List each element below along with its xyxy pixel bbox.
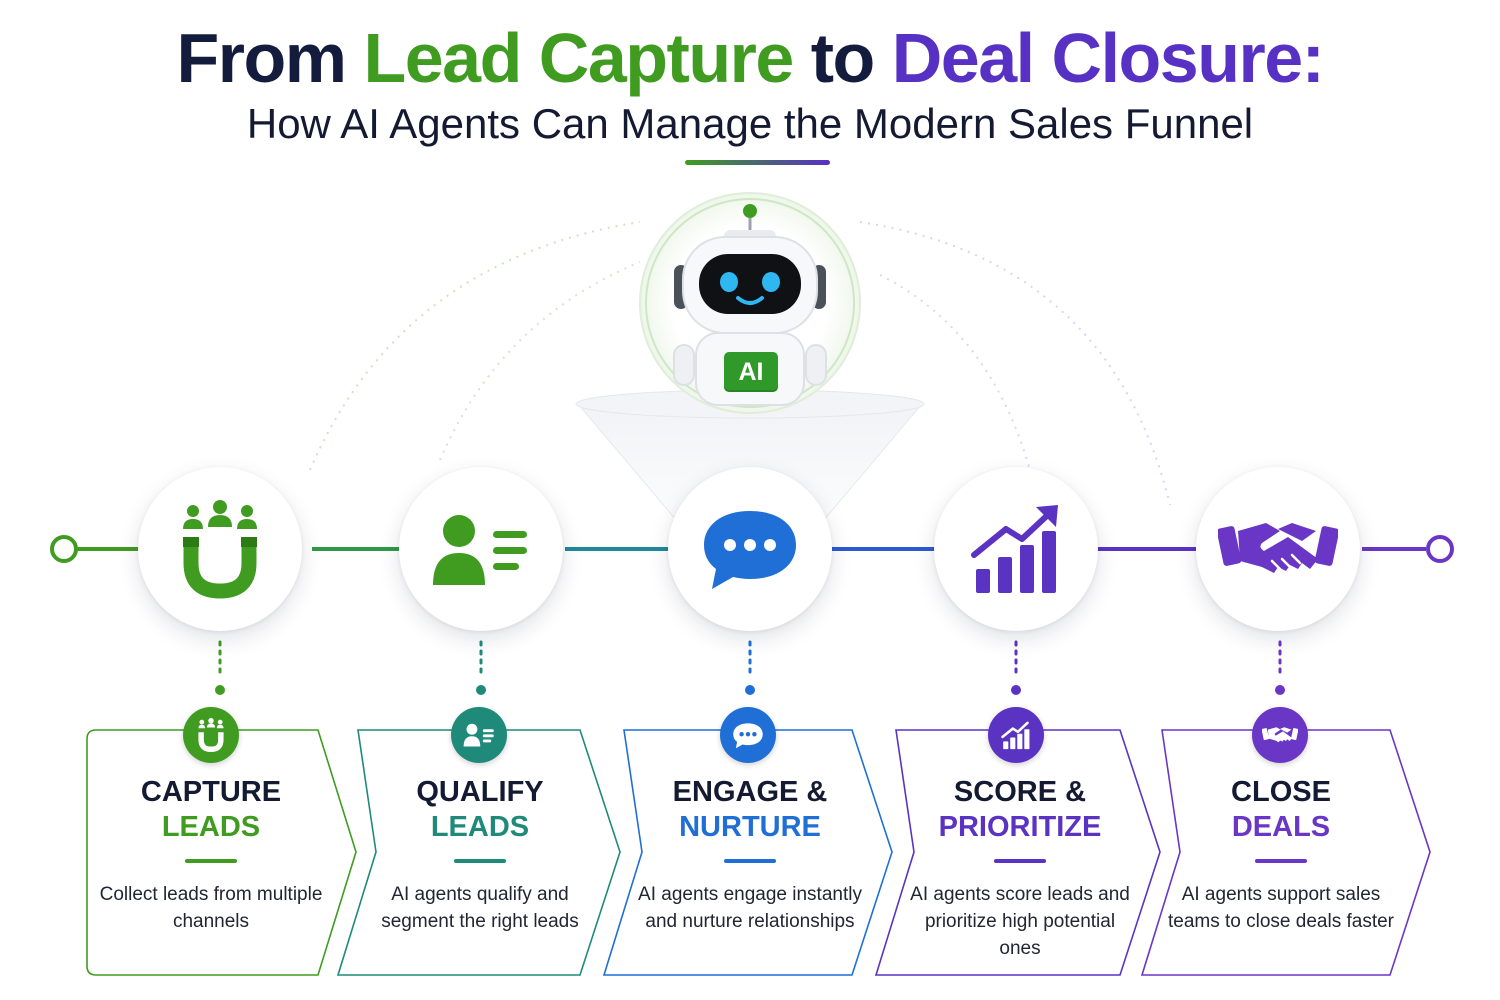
title-to: to bbox=[792, 19, 892, 97]
card-outline-capture bbox=[86, 729, 357, 976]
card-description: Collect leads from multiple channels bbox=[99, 884, 323, 932]
stage-circle-close bbox=[1196, 467, 1360, 631]
card-title-line1: CLOSE bbox=[1231, 776, 1331, 808]
card-title-line2: NURTURE bbox=[679, 811, 821, 843]
title-deal-closure: Deal Closure: bbox=[891, 19, 1325, 97]
mini-icon-score bbox=[988, 707, 1044, 763]
card-close-deals: CLOSE DEALS AI agents support sales team… bbox=[1156, 775, 1406, 935]
card-title-line1: ENGAGE & bbox=[672, 776, 828, 808]
card-description: AI agents support sales teams to close d… bbox=[1168, 884, 1394, 932]
timeline-start-node bbox=[50, 535, 78, 563]
dotted-arc-outer-right bbox=[859, 221, 1171, 506]
stage-connectors bbox=[215, 640, 1285, 695]
card-rule bbox=[185, 859, 237, 863]
title-from: From bbox=[176, 19, 364, 97]
mini-icon-engage bbox=[720, 707, 776, 763]
dotted-arc-outer bbox=[309, 221, 641, 471]
stage-cards bbox=[86, 729, 1431, 976]
magnet-people-icon bbox=[198, 718, 224, 752]
card-description: AI agents qualify and segment the right … bbox=[381, 884, 579, 932]
timeline bbox=[50, 535, 1454, 563]
card-outline-score bbox=[874, 729, 1161, 976]
card-title: CLOSE DEALS bbox=[1156, 775, 1406, 845]
title-underline bbox=[685, 160, 830, 165]
stage-circle-engage bbox=[668, 467, 832, 631]
card-outline-engage bbox=[602, 729, 893, 976]
card-qualify-leads: QUALIFY LEADS AI agents qualify and segm… bbox=[355, 775, 605, 935]
handshake-icon bbox=[1218, 523, 1338, 573]
mini-icon-capture bbox=[183, 707, 239, 763]
card-title: ENGAGE & NURTURE bbox=[625, 775, 875, 845]
page-title: From Lead Capture to Deal Closure: bbox=[0, 18, 1500, 98]
card-title: CAPTURE LEADS bbox=[86, 775, 336, 845]
dotted-arc-inner-right bbox=[879, 274, 1031, 471]
profile-list-icon bbox=[463, 723, 494, 747]
card-title-line1: SCORE & bbox=[953, 776, 1087, 808]
card-capture-leads: CAPTURE LEADS Collect leads from multipl… bbox=[86, 775, 336, 935]
card-score-prioritize: SCORE & PRIORITIZE AI agents score leads… bbox=[895, 775, 1145, 962]
mini-icon-qualify bbox=[451, 707, 507, 763]
page-subtitle: How AI Agents Can Manage the Modern Sale… bbox=[246, 100, 1254, 147]
robot-ai-badge: AI bbox=[724, 352, 778, 392]
card-rule bbox=[454, 859, 506, 863]
growth-chart-icon bbox=[1001, 721, 1030, 750]
robot-icon bbox=[673, 204, 827, 406]
card-description: AI agents score leads and prioritize hig… bbox=[910, 884, 1130, 959]
chat-bubble-icon bbox=[733, 722, 763, 748]
card-description: AI agents engage instantly and nurture r… bbox=[638, 884, 862, 932]
timeline-end-node bbox=[1426, 535, 1454, 563]
card-rule bbox=[994, 859, 1046, 863]
card-title-line2: DEALS bbox=[1231, 811, 1331, 843]
card-title-line2: LEADS bbox=[430, 811, 530, 843]
magnet-people-icon bbox=[183, 500, 257, 599]
card-title: QUALIFY LEADS bbox=[355, 775, 605, 845]
mini-icon-close bbox=[1252, 707, 1308, 763]
growth-chart-icon bbox=[971, 505, 1058, 593]
card-rule bbox=[1255, 859, 1307, 863]
card-title-line1: CAPTURE bbox=[140, 776, 282, 808]
card-title-line2: LEADS bbox=[161, 811, 261, 843]
stage-circle-capture bbox=[138, 467, 302, 631]
card-outline-qualify bbox=[336, 729, 621, 976]
profile-list-icon bbox=[433, 515, 527, 585]
stage-circle-qualify bbox=[399, 467, 563, 631]
card-title-line1: QUALIFY bbox=[416, 776, 544, 808]
title-lead-capture: Lead Capture bbox=[363, 19, 794, 97]
card-engage-nurture: ENGAGE & NURTURE AI agents engage instan… bbox=[625, 775, 875, 935]
dotted-arc-inner bbox=[439, 261, 641, 461]
stage-circle-score bbox=[934, 467, 1098, 631]
card-title-line2: PRIORITIZE bbox=[938, 811, 1102, 843]
card-rule bbox=[724, 859, 776, 863]
handshake-icon bbox=[1262, 727, 1298, 743]
card-title: SCORE & PRIORITIZE bbox=[895, 775, 1145, 845]
chat-bubble-icon bbox=[704, 511, 796, 589]
card-outline-close bbox=[1140, 729, 1431, 976]
